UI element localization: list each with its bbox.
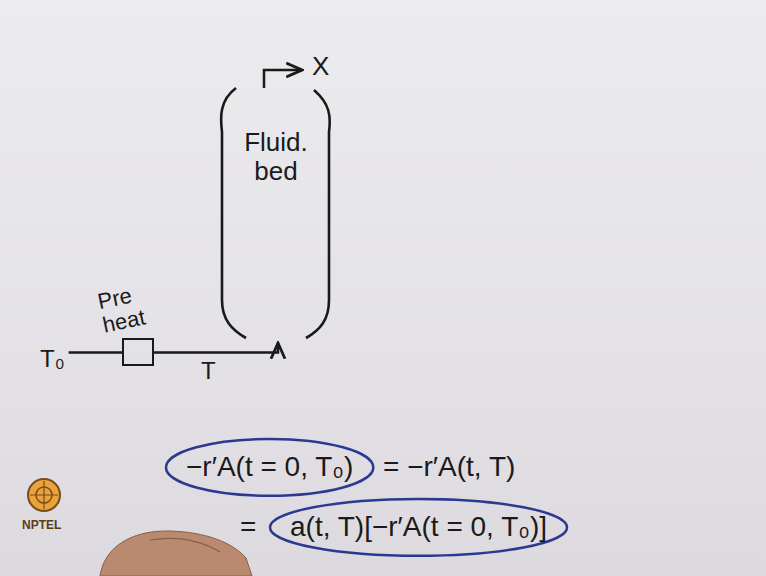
rate-equation-slot: = −r′A(t, T) (383, 452, 515, 483)
inlet-temperature-slot: T₀ (40, 346, 65, 372)
outlet-arrow (264, 70, 302, 88)
preheater-box: Pre heat (86, 284, 160, 366)
vessel-label: Fluid. bed (234, 128, 318, 185)
preheat-heading: Pre heat (96, 278, 165, 338)
watermark: NPTEL (22, 519, 61, 532)
activity-rate-term: a(t, T)[−r′A(t = 0, T₀)] (290, 512, 547, 543)
fluid-bed-vessel: Fluid. bed (212, 80, 340, 342)
inlet-temperature: T₀ (40, 346, 65, 372)
stream-connector (154, 343, 278, 352)
outlet-stream-label-slot: X (312, 52, 329, 81)
outlet-stream-label: X (312, 52, 329, 81)
vessel-wall (221, 88, 330, 338)
equals-sign-slot: = (240, 512, 256, 543)
highlight-ellipse (270, 499, 567, 556)
preheater-frame (122, 338, 154, 366)
watermark-slot: NPTEL (22, 515, 61, 533)
inlet-line (69, 351, 122, 354)
activity-rate-term-slot: a(t, T)[−r′A(t = 0, T₀)] (290, 512, 547, 543)
initial-rate-term-slot: −r′A(t = 0, T₀) (186, 452, 353, 483)
edge-label-slot: T (201, 358, 216, 384)
finger-crease (150, 539, 220, 553)
presenter-hand (100, 531, 252, 576)
nptel-logo (28, 479, 60, 511)
rate-equation: = −r′A(t, T) (383, 452, 515, 483)
equals-sign: = (240, 512, 256, 543)
stream-temperature: T (201, 358, 216, 384)
highlight-ellipse (166, 439, 373, 496)
initial-rate-term: −r′A(t = 0, T₀) (186, 452, 353, 483)
vessel-outline (212, 80, 340, 342)
